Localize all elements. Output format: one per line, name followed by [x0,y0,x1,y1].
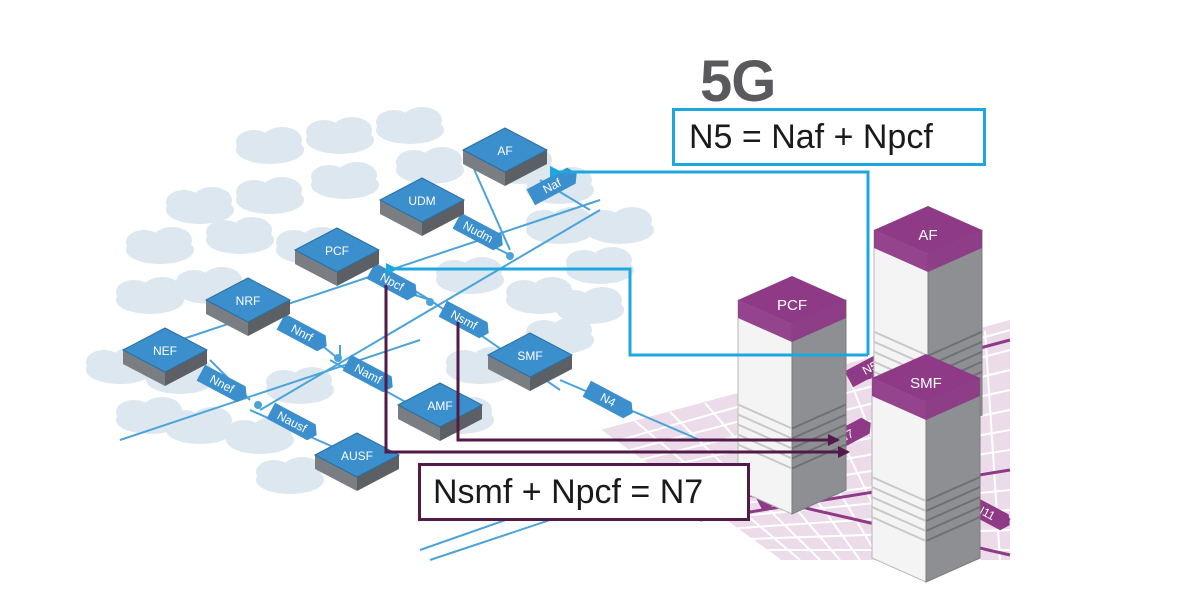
n7-arrow-from-nsmf [456,322,840,446]
interface-tag-nnef: Nnef [196,364,247,403]
n5-arrow-to-npcf [386,263,868,357]
sba-node-smf: SMF [486,332,574,391]
sba-node-ausf: AUSF [313,432,401,491]
sba-node-label: SMF [517,349,542,363]
cloud-background [86,107,654,494]
sba-node-label: UDM [408,194,435,208]
sba-node-label: AUSF [341,449,373,463]
ref-node-label: AF [918,227,937,244]
interface-label: N4 [598,390,618,410]
sba-node-label: NEF [153,344,177,358]
sba-node-nef: NEF [121,327,209,386]
sba-node-label: NRF [236,294,261,308]
sba-node-af: AF [461,127,549,186]
n5-equation-box: N5 = Naf + Npcf [672,108,986,166]
sba-node-pcf: PCF [293,227,381,286]
n7-equation-box: Nsmf + Npcf = N7 [418,463,750,521]
interface-tag-nnrf: Nnrf [276,313,327,352]
sba-node-nrf: NRF [204,277,292,336]
interface-tag-n4: N4 [582,380,633,419]
n7-arrow-from-npcf [384,285,850,458]
bus-junctions [254,252,514,409]
interface-tag-nsmf: Nsmf [438,300,489,339]
sba-node-amf: AMF [396,382,484,441]
ref-node-pcf: PCF [737,276,847,515]
interface-tag-naf: Naf [526,167,577,206]
sba-node-udm: UDM [378,177,466,236]
n5-arrow-to-naf [550,166,870,355]
interface-tag-nudm: Nudm [452,212,503,251]
sba-node-label: AMF [427,399,452,413]
ref-node-label: PCF [777,297,807,314]
sba-node-label: AF [497,144,512,158]
ref-node-smf: SMF [871,354,981,583]
ref-node-label: SMF [910,375,942,392]
interface-tag-namf: Namf [342,354,393,393]
page-title: 5G [700,49,776,114]
sba-node-label: PCF [325,244,349,258]
